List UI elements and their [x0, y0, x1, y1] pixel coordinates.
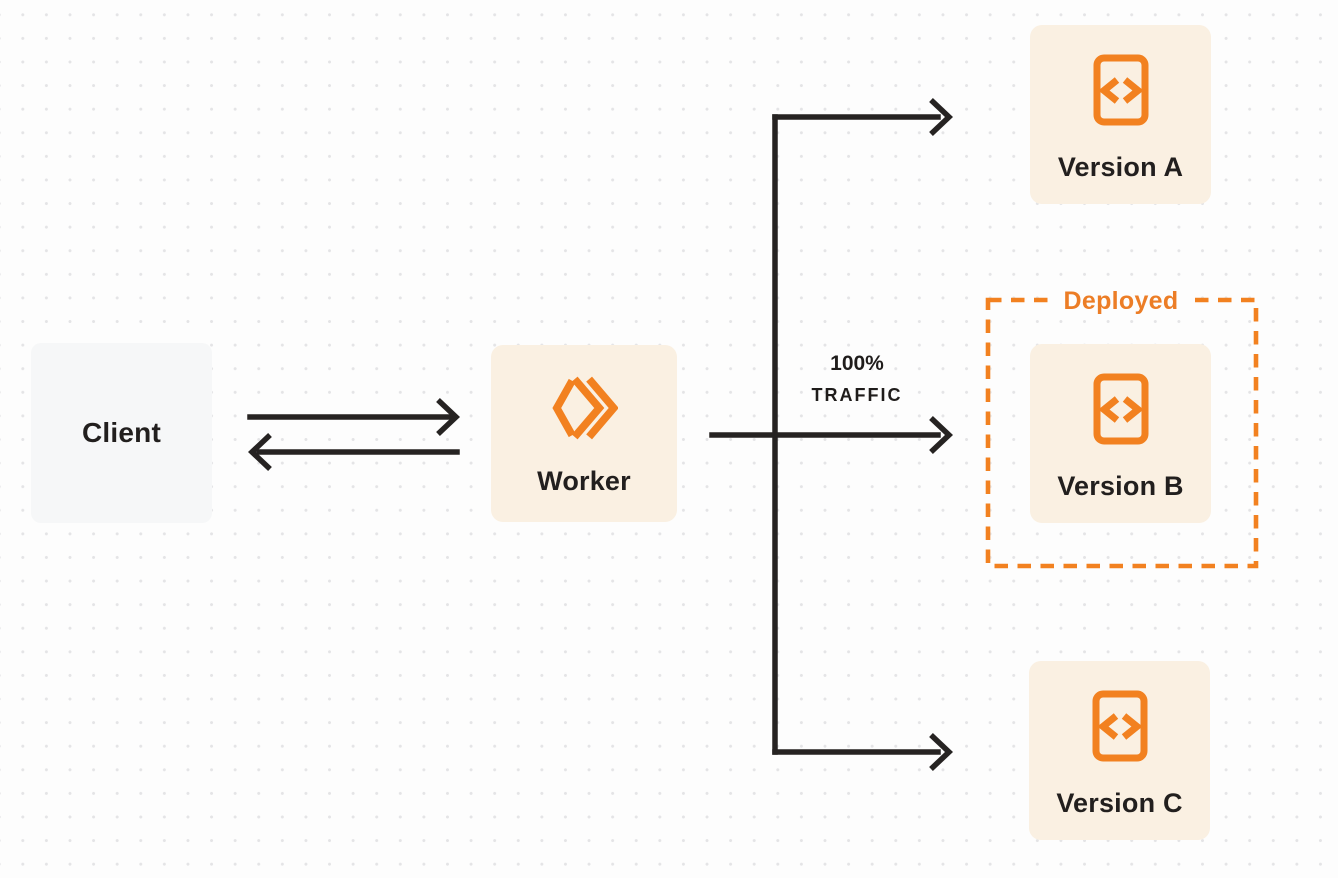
version-a-node-label: Version A: [1057, 152, 1184, 182]
client-worker-request-arrowhead-icon: [436, 398, 461, 436]
client-node-label: Client: [82, 417, 161, 448]
deployed-badge: Deployed: [1050, 284, 1192, 318]
version-b-node-label: Version B: [1057, 471, 1184, 501]
branch-arrowhead-version-b-icon: [929, 416, 954, 454]
version-b-node: Version B: [1030, 344, 1211, 523]
branch-arrowhead-version-a-icon: [929, 98, 954, 136]
code-file-icon: [1092, 690, 1148, 762]
traffic-annotation: 100% TRAFFIC: [787, 349, 927, 412]
traffic-percent-label: 100%: [830, 352, 884, 375]
worker-node: Worker: [491, 345, 677, 522]
worker-client-response-arrowhead-icon: [247, 433, 272, 471]
version-c-node-label: Version C: [1056, 788, 1183, 818]
worker-node-label: Worker: [537, 466, 631, 496]
deployed-outline: [985, 297, 1259, 569]
version-c-node: Version C: [1029, 661, 1210, 840]
traffic-word-label: TRAFFIC: [811, 385, 903, 405]
code-file-icon: [1093, 54, 1149, 126]
client-node: Client: [31, 343, 212, 523]
cloudflare-workers-logo-icon: [550, 374, 619, 442]
code-file-icon: [1093, 373, 1149, 445]
version-a-node: Version A: [1030, 25, 1211, 204]
branch-arrowhead-version-c-icon: [929, 733, 954, 771]
